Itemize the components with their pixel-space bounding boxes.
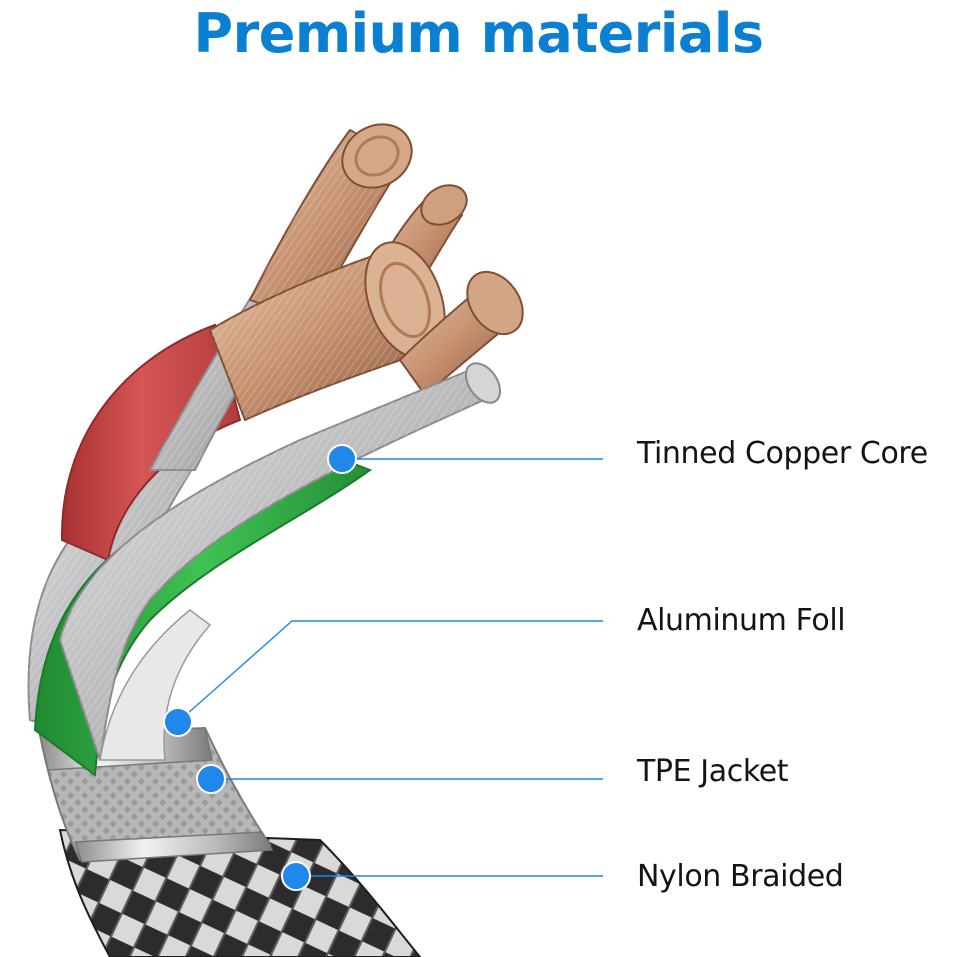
callout-label-tpe-jacket: TPE Jacket <box>637 754 789 789</box>
leader-line-icon <box>177 458 603 877</box>
callout-label-aluminum-foil: Aluminum Foll <box>637 603 846 638</box>
callout-dot-icon <box>163 444 357 891</box>
callout-label-nylon-braided: Nylon Braided <box>637 859 844 894</box>
callout-label-tinned-copper-core: Tinned Copper Core <box>637 436 928 471</box>
headline: Premium materials <box>193 2 765 65</box>
